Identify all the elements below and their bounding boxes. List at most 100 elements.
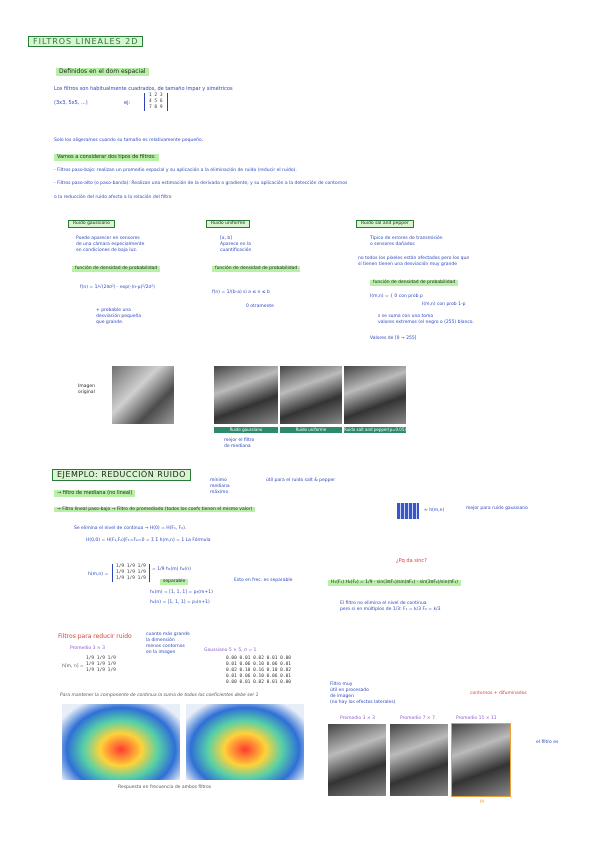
desc-line: o sensores dañados (370, 242, 415, 247)
filter-grid-icon (397, 503, 419, 519)
saltpepper-noise-image (344, 366, 406, 424)
side-note: el filtro es (536, 740, 559, 745)
sep-note: Esto en frec. es separable (234, 578, 293, 583)
note-line: sí tienen tienen una desviación muy gran… (358, 262, 457, 267)
section2-heading: EJEMPLO: REDUCCIÓN RUIDO (52, 469, 191, 481)
lowpass-note: mejor para ruido gaussiano (466, 506, 528, 511)
uniform-func: función de densidad de probabilidad (212, 266, 301, 272)
caption-saltpepper: Ruido salt and pepper(p=0.05) (344, 427, 406, 433)
freq-caption: Respuesta en frecuencia de ambos filtros (118, 785, 212, 790)
type1-text: - Filtros paso-bajo: realizan un promedi… (54, 168, 297, 173)
h3-label: h[m, n] = (62, 664, 84, 669)
matrix-row: 1/9 1/9 1/9 (116, 564, 146, 569)
lowpass-eq: ≈ h(m,n) (424, 508, 445, 513)
avg7-image (390, 724, 448, 796)
order-item: mínimo (210, 478, 227, 483)
matrix-row: 0.02 0.10 0.16 0.10 0.02 (226, 668, 292, 673)
salt-formula2: I(m,n) con prob 1-p (422, 302, 466, 307)
uniform-formula1: f(n) = 1/(b-a) si a ≤ n ≤ b (212, 290, 270, 295)
matrix-row: 1/9 1/9 1/9 (86, 668, 116, 673)
m-label: M (480, 800, 484, 805)
red-note: contornos + difuminados (470, 691, 527, 696)
h2-formula: h₂(n) = [1, 1, 1] = p₃(n+1) (150, 600, 210, 605)
lowpass-text: → Filtro lineal paso-bajo → Filtro de pr… (54, 507, 256, 512)
gauss-kernel-label: Gaussiano 5 × 5, σ = 1 (204, 648, 257, 653)
dc-formula: H(0,0) = H(F₁,F₂)|F₁=F₂=0 = Σ Σ h(m,n) =… (86, 538, 211, 543)
uniform-noise-image (280, 366, 342, 424)
desc-line: Puede aparecer en sensores (76, 236, 140, 241)
uniform-label: Ruido uniforme (206, 220, 251, 228)
desc-line: cuantificación (220, 248, 252, 253)
desc-line: en condiciones de baja luz. (76, 248, 138, 253)
avg11-image (451, 723, 511, 797)
desc-line: Aparece en la (220, 242, 251, 247)
note-line: de mediana (224, 444, 251, 449)
matrix-row: 1 2 3 (149, 93, 163, 98)
section3-heading: Filtros para reducir ruido (58, 633, 132, 640)
note-line: no todos los píxeles están afectados per… (358, 256, 470, 261)
avg7-label: Promedio 7 × 7 (400, 716, 435, 721)
label-line: Imagen (78, 384, 95, 389)
salt-note: no todos los píxeles están afectados per… (358, 256, 548, 268)
desc-line: de una cámara especialmente (76, 242, 145, 247)
salt-func: función de densidad de probabilidad (370, 280, 459, 286)
label-line: original (78, 390, 95, 395)
separable-tag: separable (160, 579, 189, 585)
gauss-func: función de densidad de probabilidad (72, 266, 161, 272)
section1-ej: ej: (124, 100, 131, 106)
note-line: menos contornos (146, 644, 185, 649)
matrix-row: 1/9 1/9 1/9 (86, 662, 116, 667)
page-title: FILTROS LINEALES 2D (28, 36, 144, 47)
note-line: cuanto más grande (146, 632, 190, 637)
types-heading: Vamos a considerar dos tipos de filtros: (54, 154, 159, 161)
original-image (112, 366, 174, 424)
note-line: pero si en múltiplos de 1/3: F₁ = k/3 F₂… (340, 607, 441, 612)
caption-uniform: Ruido uniforme (280, 427, 342, 433)
gauss-desc: Puede aparecer en sensores de una cámara… (76, 236, 144, 254)
h-label: h(m,n) = (88, 572, 109, 577)
note-line: en la imagen (146, 650, 176, 655)
extra-line: desviación pequeña (96, 314, 142, 319)
matrix-row: 1/9 1/9 1/9 (86, 656, 116, 661)
section1-sizes: (3x3, 5x5, ...) (54, 100, 88, 106)
gauss-extra: + probable una desviación pequeña que gr… (96, 308, 141, 326)
avg-matrix: 1/9 1/9 1/9 1/9 1/9 1/9 1/9 1/9 1/9 (86, 656, 116, 674)
note-line: la dimensión (146, 638, 175, 643)
note-line: Filtro muy (330, 682, 353, 687)
avg3-image (328, 724, 386, 796)
avg-freq-plot (62, 704, 180, 780)
h-matrix: 1/9 1/9 1/9 1/9 1/9 1/9 1/9 1/9 1/9 (112, 564, 150, 582)
uniform-desc: [a, b] Aparece en la cuantificación (220, 236, 251, 254)
median-best-note: mejor el filtro de mediana (224, 438, 254, 450)
section1-note: Solo los aligeramos cuando su tamaño es … (54, 138, 204, 143)
extra-line: valores extremos (el negro o (255) blanc… (378, 320, 474, 325)
median-order-list: mínimo mediana máximo (210, 478, 230, 496)
order-item: máximo (210, 490, 229, 495)
gaussian-noise-image (214, 366, 278, 424)
original-label: Imagen original (78, 384, 95, 396)
avg11-label: Promedio 11 × 11 (456, 716, 497, 721)
salt-extra: s se suma con una toma valores extremos … (378, 314, 558, 326)
matrix-row: 0.01 0.06 0.10 0.06 0.01 (226, 662, 292, 667)
gauss-matrix: 0.00 0.01 0.02 0.01 0.00 0.01 0.06 0.10 … (226, 656, 291, 686)
desc-line: [a, b] (220, 236, 232, 241)
lowpass-line: → Filtro lineal paso-bajo → Filtro de pr… (54, 507, 394, 513)
example-matrix: 1 2 3 4 5 6 7 8 9 (144, 93, 168, 111)
gauss-label: Ruido gaussiano (68, 220, 115, 228)
avg-note: cuanto más grande la dimensión menos con… (146, 632, 226, 656)
section1-heading: Definidos en el dom espacial (56, 68, 149, 76)
matrix-row: 0.00 0.01 0.02 0.01 0.00 (226, 680, 292, 685)
matrix-row: 1/9 1/9 1/9 (116, 570, 146, 575)
extra-line: + probable una (96, 308, 131, 313)
caption-gauss: Ruido gaussiano (214, 427, 278, 433)
avg3-label: Promedio 3 × 3 (340, 716, 375, 721)
continua-note: Para mantener la componente de continua … (60, 693, 259, 698)
right-note: Filtro muy útil en procesado de imagen (… (330, 682, 420, 706)
dc-note: Se elimina el nivel de continua → H(0) =… (74, 526, 187, 531)
note-line: (no hay los efectos laterales) (330, 700, 396, 705)
matrix-row: 0.00 0.01 0.02 0.01 0.00 (226, 656, 292, 661)
salt-range: Valores de [0 → 255] (370, 336, 417, 341)
note-line: El filtro no elimina el nivel de continu… (340, 601, 427, 606)
extra-line: que grande. (96, 320, 124, 325)
matrix-row: 7 8 9 (149, 105, 163, 110)
